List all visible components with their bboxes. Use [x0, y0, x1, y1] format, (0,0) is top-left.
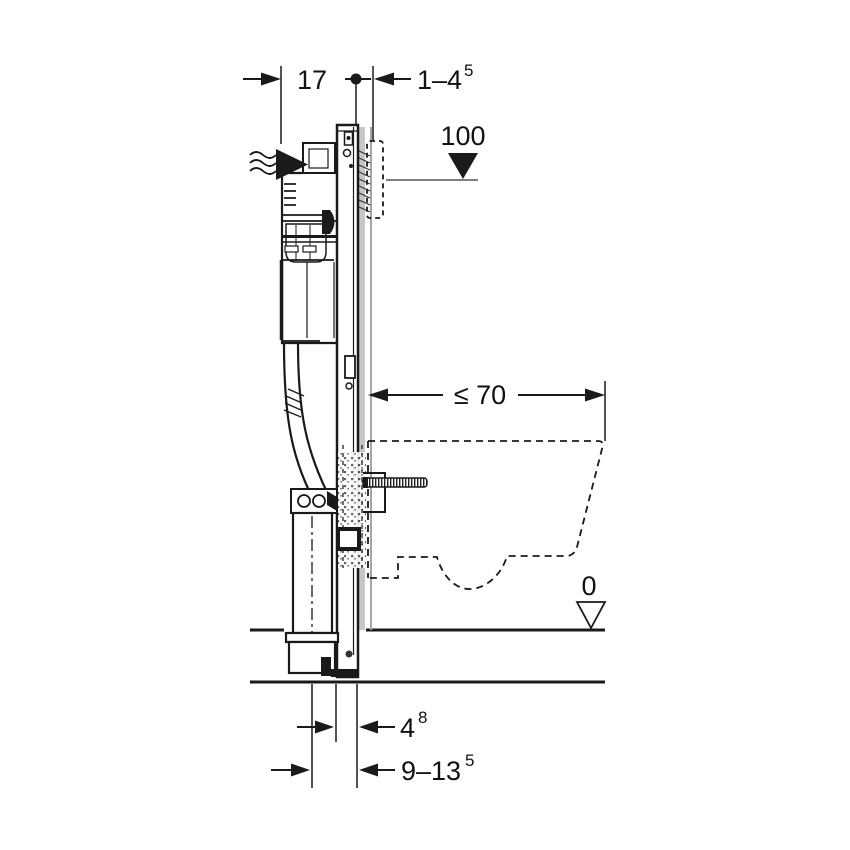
drain-pipe: [291, 511, 334, 674]
arrow-right-icon: [291, 763, 310, 777]
wall-layer: [358, 127, 372, 630]
marker-actuator-height: 100: [386, 121, 486, 181]
arrow-right-icon: [315, 720, 334, 734]
foot-offset-sup: 8: [418, 708, 427, 727]
frame-depth-label: 17: [297, 65, 327, 95]
clip-right: [302, 245, 317, 253]
arrow-left-icon: [368, 388, 388, 402]
dimension-foot-offset: 4 8: [297, 684, 427, 743]
rail-slot: [344, 355, 356, 379]
wall-band: [358, 127, 365, 630]
marker-floor-level: 0: [575, 571, 607, 630]
arrow-right-icon: [585, 388, 605, 402]
chain-dot-icon: [350, 73, 362, 85]
mounting-bracket: [363, 472, 386, 513]
dimension-bowl-length: ≤ 70: [368, 380, 606, 441]
floor-level-label: 0: [581, 571, 596, 601]
threaded-rod: [362, 477, 428, 488]
flush-valve: [322, 210, 335, 234]
arrow-right-icon: [261, 72, 281, 86]
frame-foot: [321, 650, 359, 677]
tank-window: [285, 223, 327, 263]
flush-plate-outline: [366, 140, 384, 219]
arrow-left-icon: [374, 72, 394, 86]
water-supply-arrow-icon: [249, 149, 308, 180]
arrow-left-icon: [359, 763, 378, 777]
wall-range-sup: 5: [464, 61, 473, 80]
pipe-clamp: [290, 488, 338, 514]
outlet-connector: [336, 445, 366, 568]
wall-hatch: [358, 150, 371, 213]
bowl-length-label: ≤ 70: [454, 380, 506, 410]
cistern: [279, 142, 337, 345]
filled-triangle-down-icon: [448, 153, 478, 179]
frame-rail: [335, 123, 360, 679]
outlet-offset-sup: 5: [465, 751, 474, 770]
wall-range-label: 1–4: [417, 65, 462, 95]
arrow-left-icon: [359, 720, 378, 734]
flush-pipe: [282, 342, 332, 509]
toilet-bowl-outline: [367, 440, 604, 590]
dimension-outlet-offset: 9–13 5: [271, 684, 474, 788]
actuator-height-label: 100: [440, 121, 485, 151]
open-triangle-down-icon: [575, 601, 607, 630]
dimension-frame-depth: 17: [243, 65, 371, 144]
outlet-offset-label: 9–13: [401, 756, 461, 786]
pipe-collar: [283, 388, 305, 418]
clip-left: [284, 245, 299, 253]
dimension-wall-finish-range: 1–4 5: [372, 61, 473, 140]
floor-lines: [250, 628, 605, 684]
vent-grille: [284, 183, 296, 206]
foot-offset-label: 4: [400, 713, 415, 743]
